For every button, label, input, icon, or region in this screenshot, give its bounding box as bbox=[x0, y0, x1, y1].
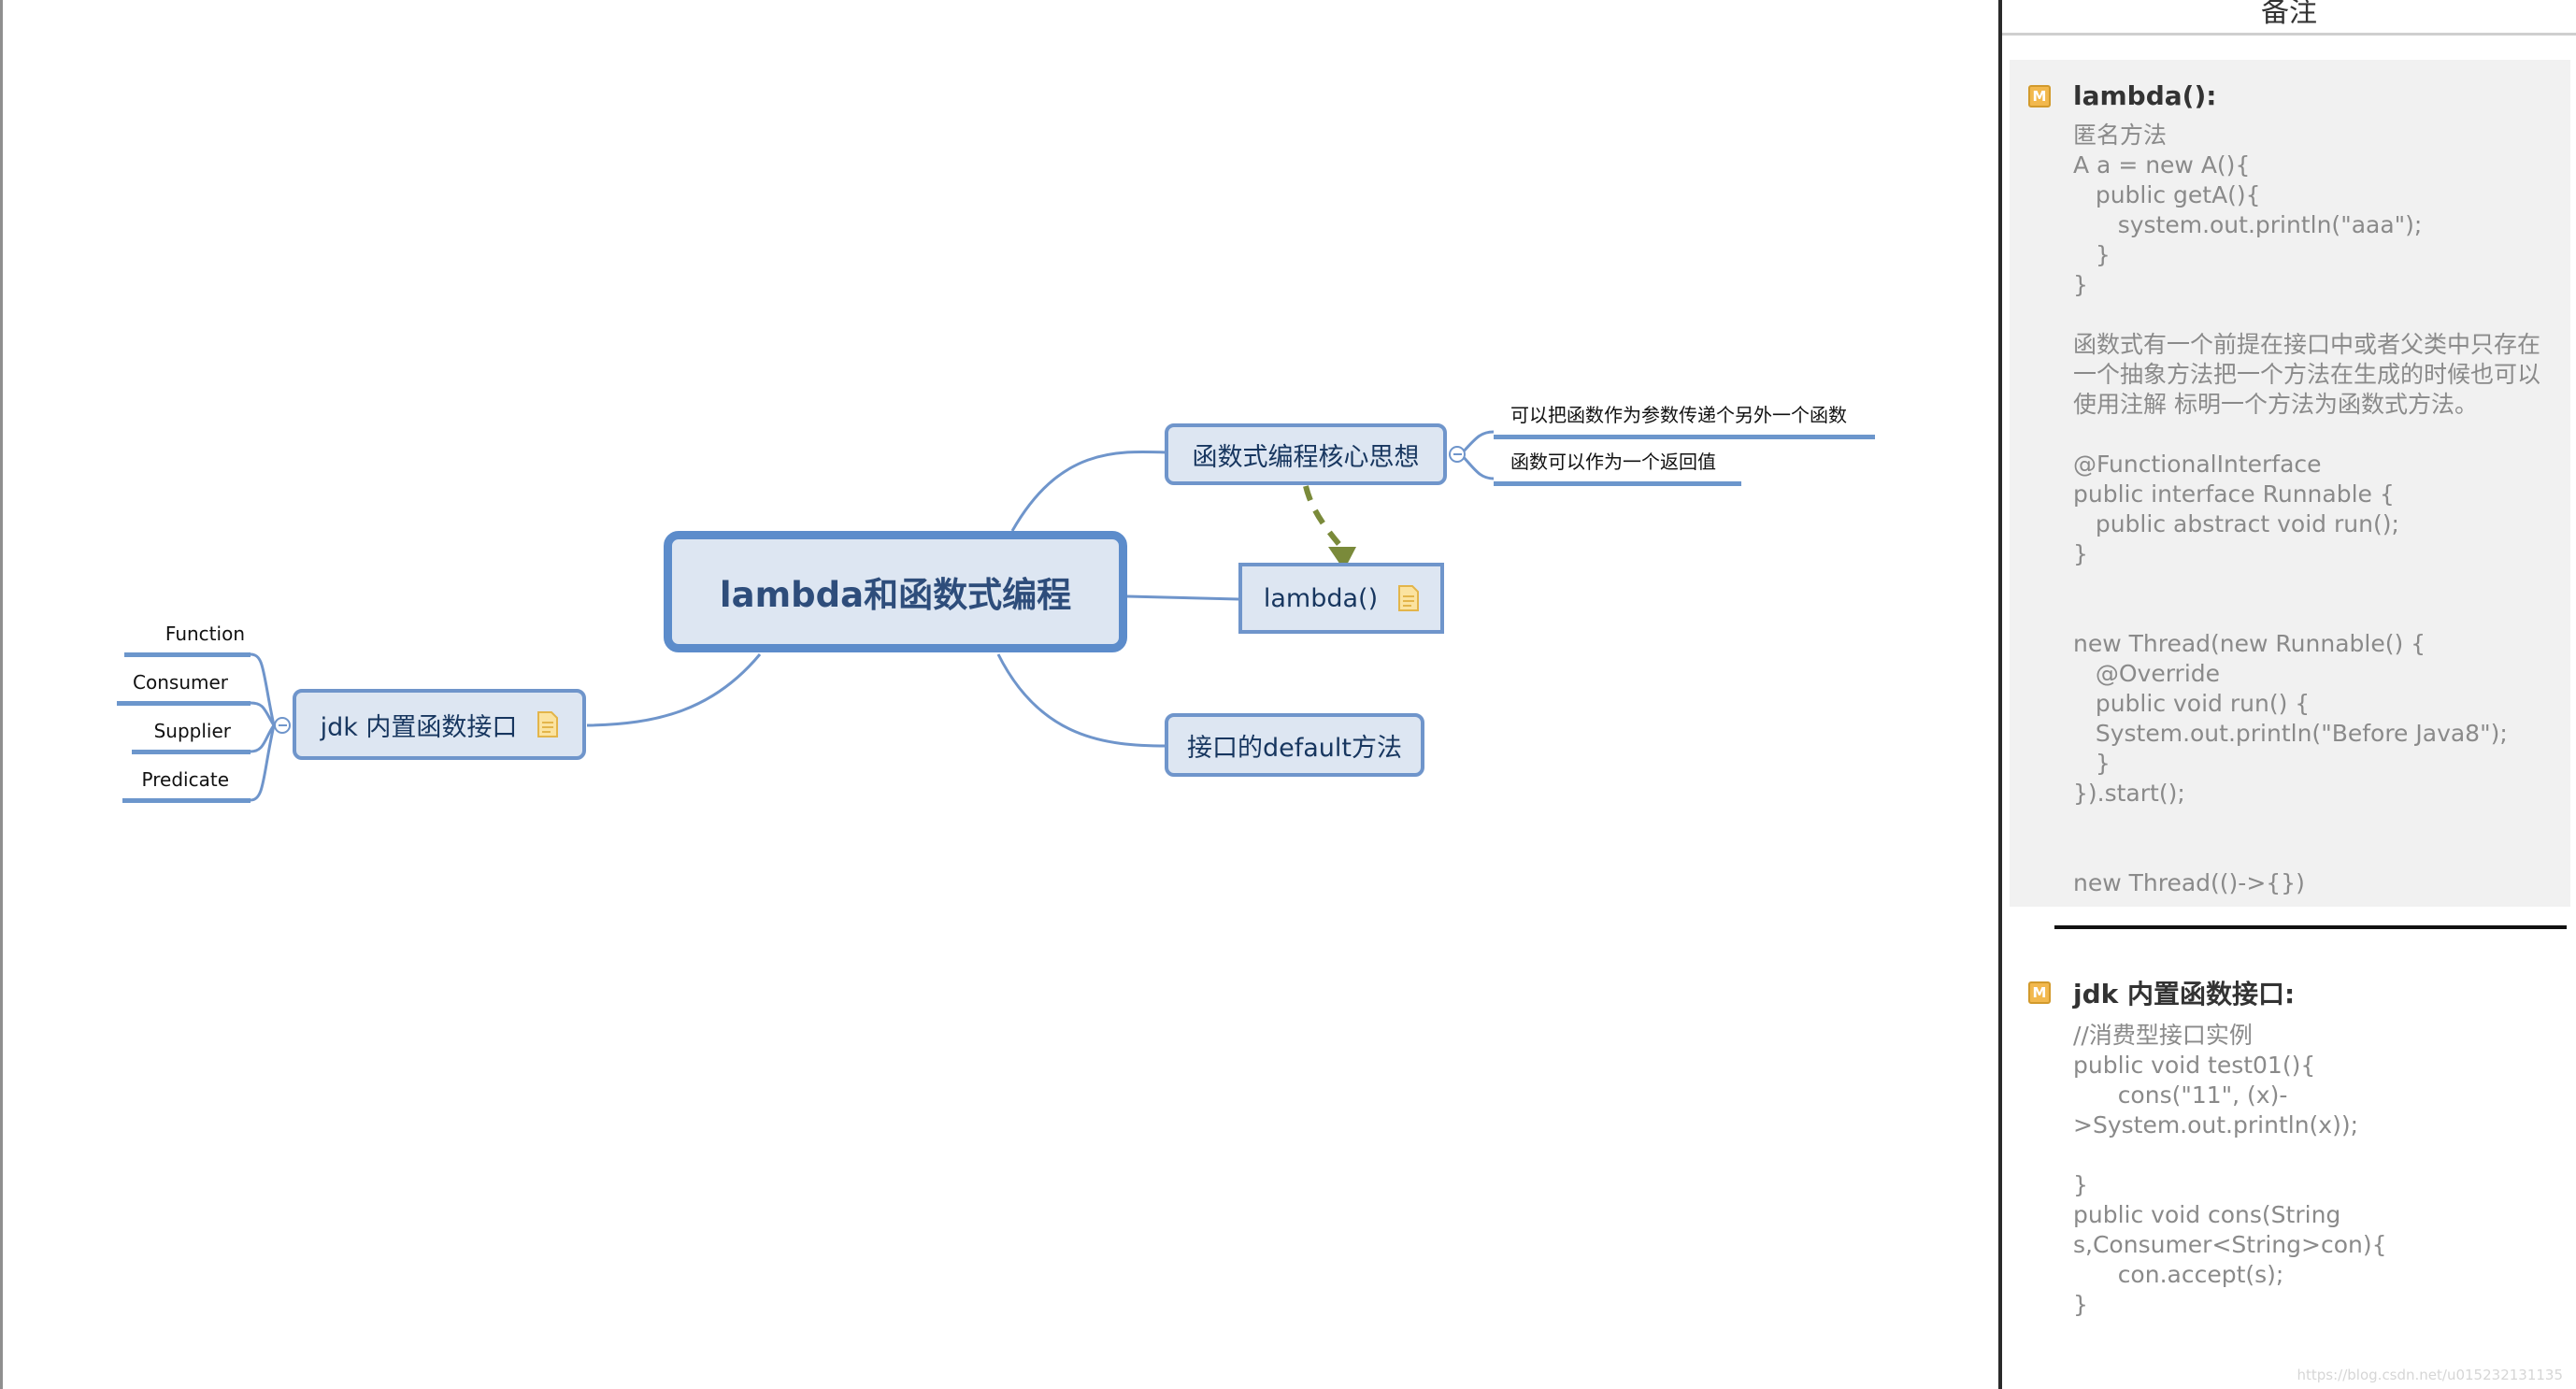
topic-lambda-label: lambda() bbox=[1263, 583, 1379, 613]
root-topic-label: lambda和函数式编程 bbox=[719, 575, 1072, 615]
connector-core-leaf1 bbox=[1459, 430, 1495, 456]
subtopic-predicate[interactable]: Predicate bbox=[122, 768, 250, 803]
root-topic[interactable]: lambda和函数式编程 bbox=[664, 531, 1127, 652]
topic-core-idea-label: 函数式编程核心思想 bbox=[1192, 442, 1420, 472]
note-heading: jdk 内置函数接口: bbox=[2073, 979, 2296, 1010]
connector-root-default bbox=[996, 653, 1167, 748]
note-body: 匿名方法 A a = new A(){ public getA(){ syste… bbox=[2073, 122, 2541, 896]
notes-panel-title: 备注 bbox=[2002, 0, 2576, 36]
notes-panel: 备注 M lambda(): 匿名方法 A a = new A(){ publi… bbox=[1998, 0, 2576, 1389]
topic-jdk-interfaces[interactable]: jdk 内置函数接口 bbox=[293, 689, 586, 760]
topic-core-idea[interactable]: 函数式编程核心思想 bbox=[1165, 423, 1447, 485]
topic-default-method-label: 接口的default方法 bbox=[1186, 733, 1402, 763]
subtopic-supplier[interactable]: Supplier bbox=[132, 720, 250, 754]
topic-default-method[interactable]: 接口的default方法 bbox=[1165, 713, 1424, 777]
watermark: https://blog.csdn.net/u015232131135 bbox=[2297, 1367, 2563, 1383]
note-lambda[interactable]: M lambda(): 匿名方法 A a = new A(){ public g… bbox=[2010, 60, 2570, 907]
collapse-minus-icon[interactable] bbox=[274, 717, 291, 734]
mindmap-canvas[interactable]: lambda和函数式编程 函数式编程核心思想 lambda() 接口的defau… bbox=[0, 0, 1998, 1389]
connector-jdk-consumer bbox=[250, 701, 276, 726]
subtopic-return-function[interactable]: 函数可以作为一个返回值 bbox=[1494, 447, 1741, 486]
connector-jdk-function bbox=[250, 652, 276, 726]
connector-root-jdk bbox=[586, 653, 762, 727]
note-icon[interactable] bbox=[1398, 585, 1420, 611]
notes-divider bbox=[2054, 925, 2567, 929]
connector-root-lambda bbox=[1126, 594, 1239, 601]
collapse-minus-icon[interactable] bbox=[1449, 446, 1466, 463]
relationship-arrow bbox=[1303, 485, 1344, 549]
note-jdk-interfaces[interactable]: M jdk 内置函数接口: //消费型接口实例 public void test… bbox=[2010, 953, 2570, 1318]
subtopic-consumer[interactable]: Consumer bbox=[117, 671, 250, 706]
markdown-badge-icon: M bbox=[2028, 981, 2051, 1004]
note-heading: lambda(): bbox=[2073, 80, 2217, 111]
topic-jdk-interfaces-label: jdk 内置函数接口 bbox=[320, 712, 518, 742]
subtopic-function[interactable]: Function bbox=[124, 623, 250, 657]
note-icon[interactable] bbox=[537, 711, 559, 737]
connector-root-core bbox=[1010, 450, 1167, 532]
connector-jdk-predicate bbox=[250, 724, 276, 802]
connector-core-leaf2 bbox=[1459, 452, 1495, 480]
note-body: //消费型接口实例 public void test01(){ cons("11… bbox=[2073, 1022, 2387, 1318]
relationship-arrowhead bbox=[1328, 547, 1356, 570]
topic-lambda[interactable]: lambda() bbox=[1238, 563, 1444, 634]
markdown-badge-icon: M bbox=[2028, 84, 2051, 107]
subtopic-pass-function[interactable]: 可以把函数作为参数传递个另外一个函数 bbox=[1494, 400, 1875, 439]
